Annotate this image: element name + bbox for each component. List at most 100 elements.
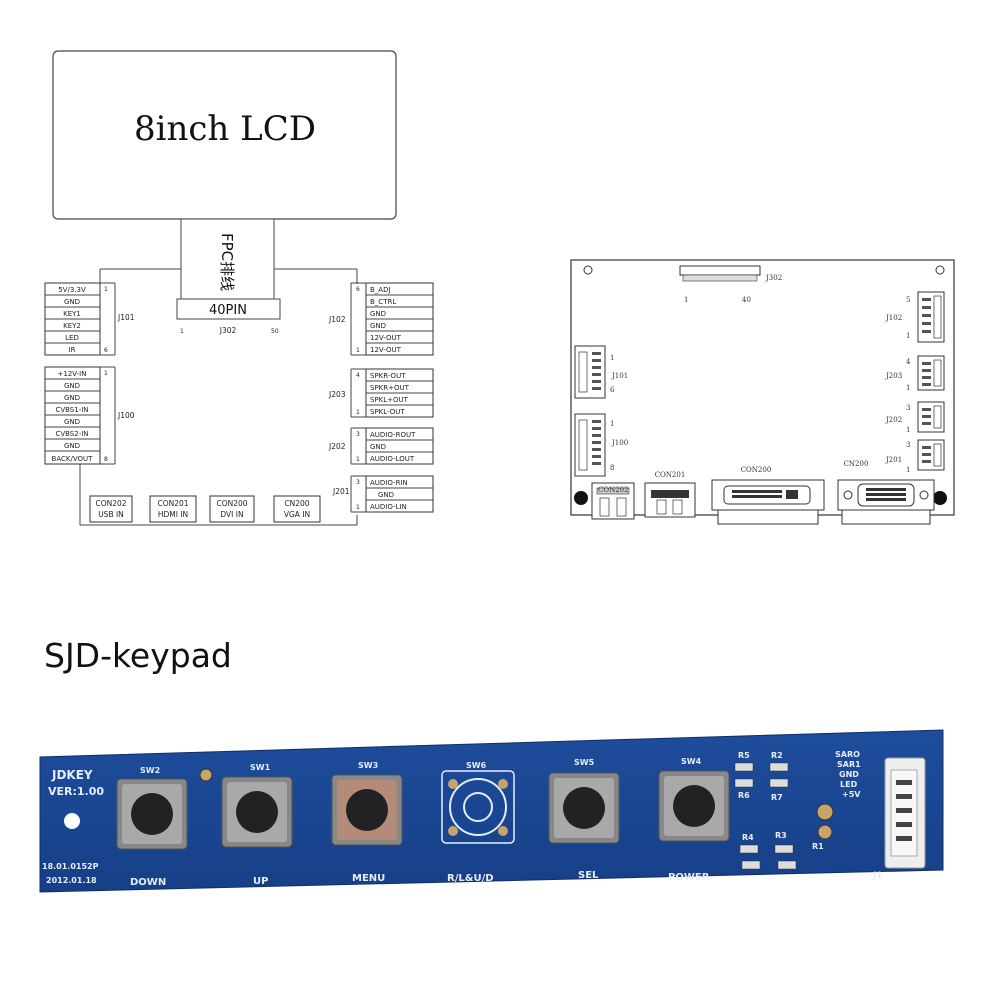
j203-connector: SPKR-OUT SPKR+OUT SPKL+OUT SPKL-OUT 4 1 …: [328, 368, 434, 418]
j302-left-num: 1: [180, 328, 184, 335]
keypad-code: 18.01.0152P: [42, 862, 99, 871]
keypad-button-sel[interactable]: SW5 SEL: [548, 758, 620, 881]
j101-pin-3: KEY1: [63, 310, 81, 318]
j202-bottom-num: 1: [356, 456, 360, 463]
keypad-j1-label: J1: [872, 871, 883, 881]
keypad-label-rlud: R/L&U/D: [447, 873, 494, 884]
pcb-j202-label: J202: [885, 416, 902, 424]
pcb-j302-label: J302: [765, 274, 782, 282]
j203-pin-4: SPKL-OUT: [370, 408, 405, 416]
j101-pin-1: 5V/3.3V: [58, 286, 86, 294]
pcb-j302-right: 40: [742, 296, 751, 304]
wiring-diagram: 8inch LCD FPC排线 40PIN J302 1 50: [44, 50, 434, 526]
j100-pin-1: +12V-IN: [58, 370, 87, 378]
j202-pin-1: AUDIO-ROUT: [370, 431, 416, 439]
resistor-r6: R6: [738, 791, 750, 800]
pcb-con201-hdmi: CON201: [644, 471, 696, 518]
j102-pin-3: GND: [370, 310, 386, 318]
j101-pin-5: LED: [65, 334, 79, 342]
side-label-5: +5V: [842, 790, 861, 799]
bottom-connector-2-name: CON201: [157, 499, 188, 508]
j203-pin-2: SPKR+OUT: [370, 384, 410, 392]
j102-pin-2: B_CTRL: [370, 298, 396, 306]
j101-bottom-num: 6: [104, 347, 108, 354]
pcb-cn200-label: CN200: [844, 460, 869, 468]
resistor-r2: R2: [771, 751, 783, 760]
side-label-4: LED: [840, 780, 858, 789]
pcb-cn200-vga: CN200: [837, 460, 935, 525]
pcb-j101-top: 1: [610, 354, 614, 362]
keypad-button-menu[interactable]: SW3 MENU: [331, 761, 403, 884]
keypad-label-sel: SEL: [578, 870, 599, 881]
j100-name: J100: [117, 411, 135, 420]
bottom-connector-4-desc: VGA IN: [284, 510, 310, 519]
pcb-j302: J302 1 40: [679, 265, 782, 304]
pcb-j202-bottom: 1: [906, 426, 910, 434]
j101-name: J101: [117, 313, 135, 322]
pcb-j203-bottom: 1: [906, 384, 910, 392]
mounting-hole-tl: [583, 265, 593, 275]
keypad-j1-connector: SARO SAR1 GND LED +5V J1: [835, 750, 926, 881]
j203-name: J203: [328, 390, 346, 399]
j302-pin-label: 40PIN: [209, 303, 247, 318]
side-label-1: SARO: [835, 750, 860, 759]
keypad-button-power[interactable]: SW4 POWER: [658, 757, 730, 883]
bottom-connector-3-desc: DVI IN: [220, 510, 243, 519]
j302-connector: [176, 298, 281, 320]
j201-name: J201: [332, 487, 350, 496]
pcb-j302-left: 1: [684, 296, 688, 304]
j100-pin-3: GND: [64, 394, 80, 402]
keypad-label-down: DOWN: [130, 877, 166, 888]
pcb-j201-bottom: 1: [906, 466, 910, 474]
j203-bottom-num: 1: [356, 409, 360, 416]
j201-pin-3: AUDIO-LIN: [370, 503, 407, 511]
pcb-j100-label: J100: [611, 439, 628, 447]
keypad-sw-power: SW4: [681, 757, 702, 766]
j100-pin-2: GND: [64, 382, 80, 390]
pcb-j100-top: 1: [610, 420, 614, 428]
pcb-j102-bottom: 1: [906, 332, 910, 340]
j102-connector: B_ADJ B_CTRL GND GND 12V-OUT 12V-OUT 6 1…: [328, 282, 434, 356]
j202-name: J202: [328, 442, 346, 451]
j203-top-num: 4: [356, 372, 360, 379]
j100-pin-8: BACK/VOUT: [52, 455, 94, 463]
pcb-con200-dvi: CON200: [711, 466, 825, 525]
j101-pin-2: GND: [64, 298, 80, 306]
keypad-sw-down: SW2: [140, 766, 160, 775]
j201-connector: AUDIO-RIN GND AUDIO-LIN 3 1 J201: [332, 475, 434, 513]
pcb-con202-label: CON202: [598, 486, 629, 494]
j101-pin-4: KEY2: [63, 322, 81, 330]
pcb-j201-label: J201: [885, 456, 902, 464]
keypad-sw-sel: SW5: [574, 758, 595, 767]
j100-pin-5: GND: [64, 418, 80, 426]
keypad-button-up[interactable]: SW1 UP: [221, 763, 293, 887]
j100-connector: +12V-IN GND GND CVBS1-IN GND CVBS2-IN GN…: [44, 366, 135, 465]
keypad-board: JDKEY VER:1.00 18.01.0152P 2012.01.18 SW…: [39, 729, 944, 893]
keypad-button-rlud[interactable]: SW6 R/L&U/D: [441, 761, 515, 884]
j100-bottom-num: 8: [104, 456, 108, 463]
j201-pin-1: AUDIO-RIN: [370, 479, 408, 487]
j100-pin-4: CVBS1-IN: [55, 406, 88, 414]
lcd-label: 8inch LCD: [134, 109, 316, 149]
j201-pin-2: GND: [378, 491, 394, 499]
resistor-r1: R1: [812, 842, 824, 851]
keypad-button-down[interactable]: SW2 DOWN: [116, 766, 188, 888]
pcb-j201-top: 3: [906, 441, 910, 449]
keypad-sw-up: SW1: [250, 763, 271, 772]
keypad-version: VER:1.00: [48, 785, 104, 798]
j100-pin-6: CVBS2-IN: [55, 430, 88, 438]
mounting-hole-br: [933, 491, 947, 505]
j102-pin-4: GND: [370, 322, 386, 330]
j203-pin-1: SPKR-OUT: [370, 372, 406, 380]
j202-top-num: 3: [356, 431, 360, 438]
bottom-connectors: CON202 USB IN CON201 HDMI IN CON200 DVI …: [89, 495, 321, 523]
keypad-date: 2012.01.18: [46, 876, 97, 885]
pcb-j202-top: 3: [906, 404, 910, 412]
keypad-mount-hole: [64, 813, 80, 829]
j102-bottom-num: 1: [356, 347, 360, 354]
j201-bottom-num: 1: [356, 504, 360, 511]
j102-name: J102: [328, 315, 346, 324]
j101-pin-6: IR: [69, 346, 76, 354]
resistor-r4: R4: [742, 833, 754, 842]
